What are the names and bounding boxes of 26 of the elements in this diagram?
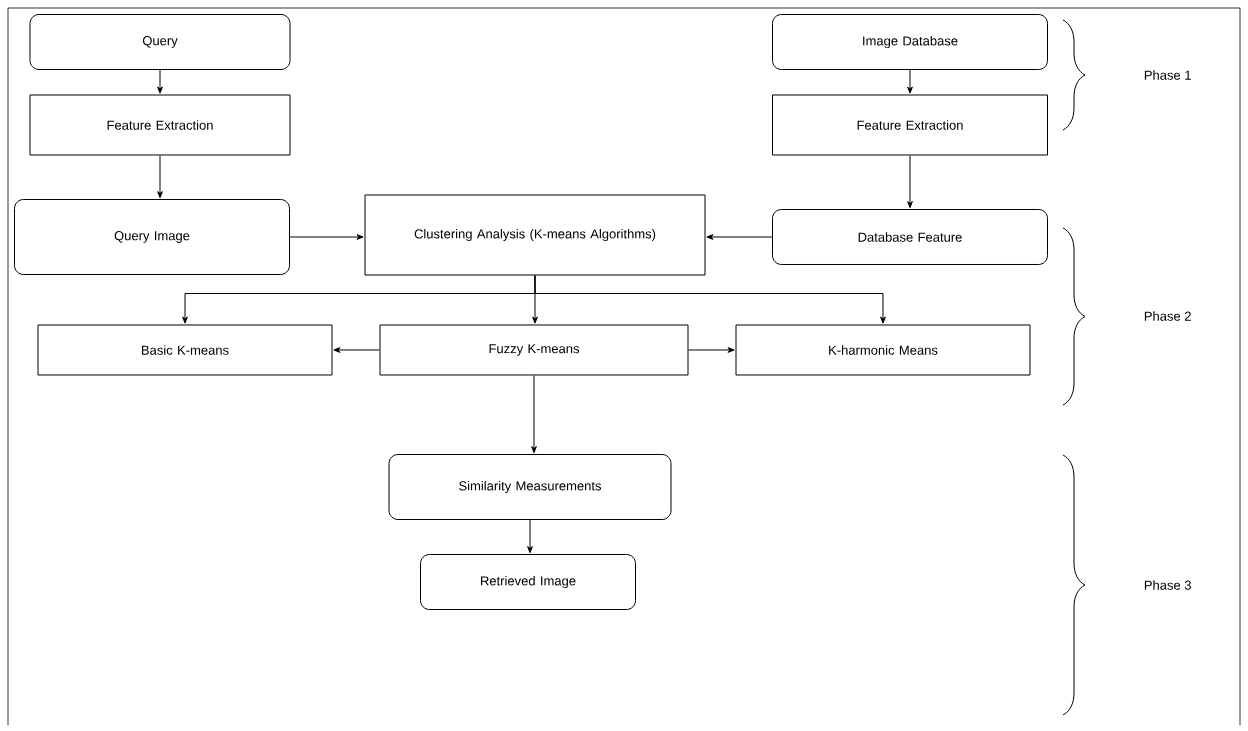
rounded-box: Similarity Measurements [388, 454, 672, 520]
rounded-box: Query Image [14, 199, 290, 275]
process-box: Feature Extraction [772, 94, 1048, 156]
process-box: Feature Extraction [29, 94, 291, 156]
arrow [289, 234, 364, 240]
arrow [157, 69, 163, 94]
phase-label: Phase 1 [1144, 70, 1191, 80]
arrow [531, 375, 537, 454]
process-box: Clustering Analysis (K-means Algorithms) [364, 194, 706, 276]
process-box: Basic K-means [37, 324, 333, 376]
arrow [688, 347, 735, 353]
process-box: K-harmonic Means [735, 324, 1031, 376]
rounded-box: Image Database [772, 14, 1048, 70]
arrow [907, 155, 913, 209]
phase-label: Phase 2 [1144, 311, 1191, 321]
rounded-box: Query [29, 14, 291, 70]
phase-label: Phase 3 [1144, 580, 1191, 590]
arrow [907, 69, 913, 94]
arrow [706, 234, 773, 240]
process-box: Fuzzy K-means [379, 324, 689, 376]
arrow [333, 347, 380, 353]
arrow [534, 275, 886, 324]
rounded-box: Database Feature [772, 209, 1048, 265]
arrow [157, 155, 163, 199]
arrow [527, 519, 533, 554]
rounded-box: Retrieved Image [420, 554, 636, 610]
